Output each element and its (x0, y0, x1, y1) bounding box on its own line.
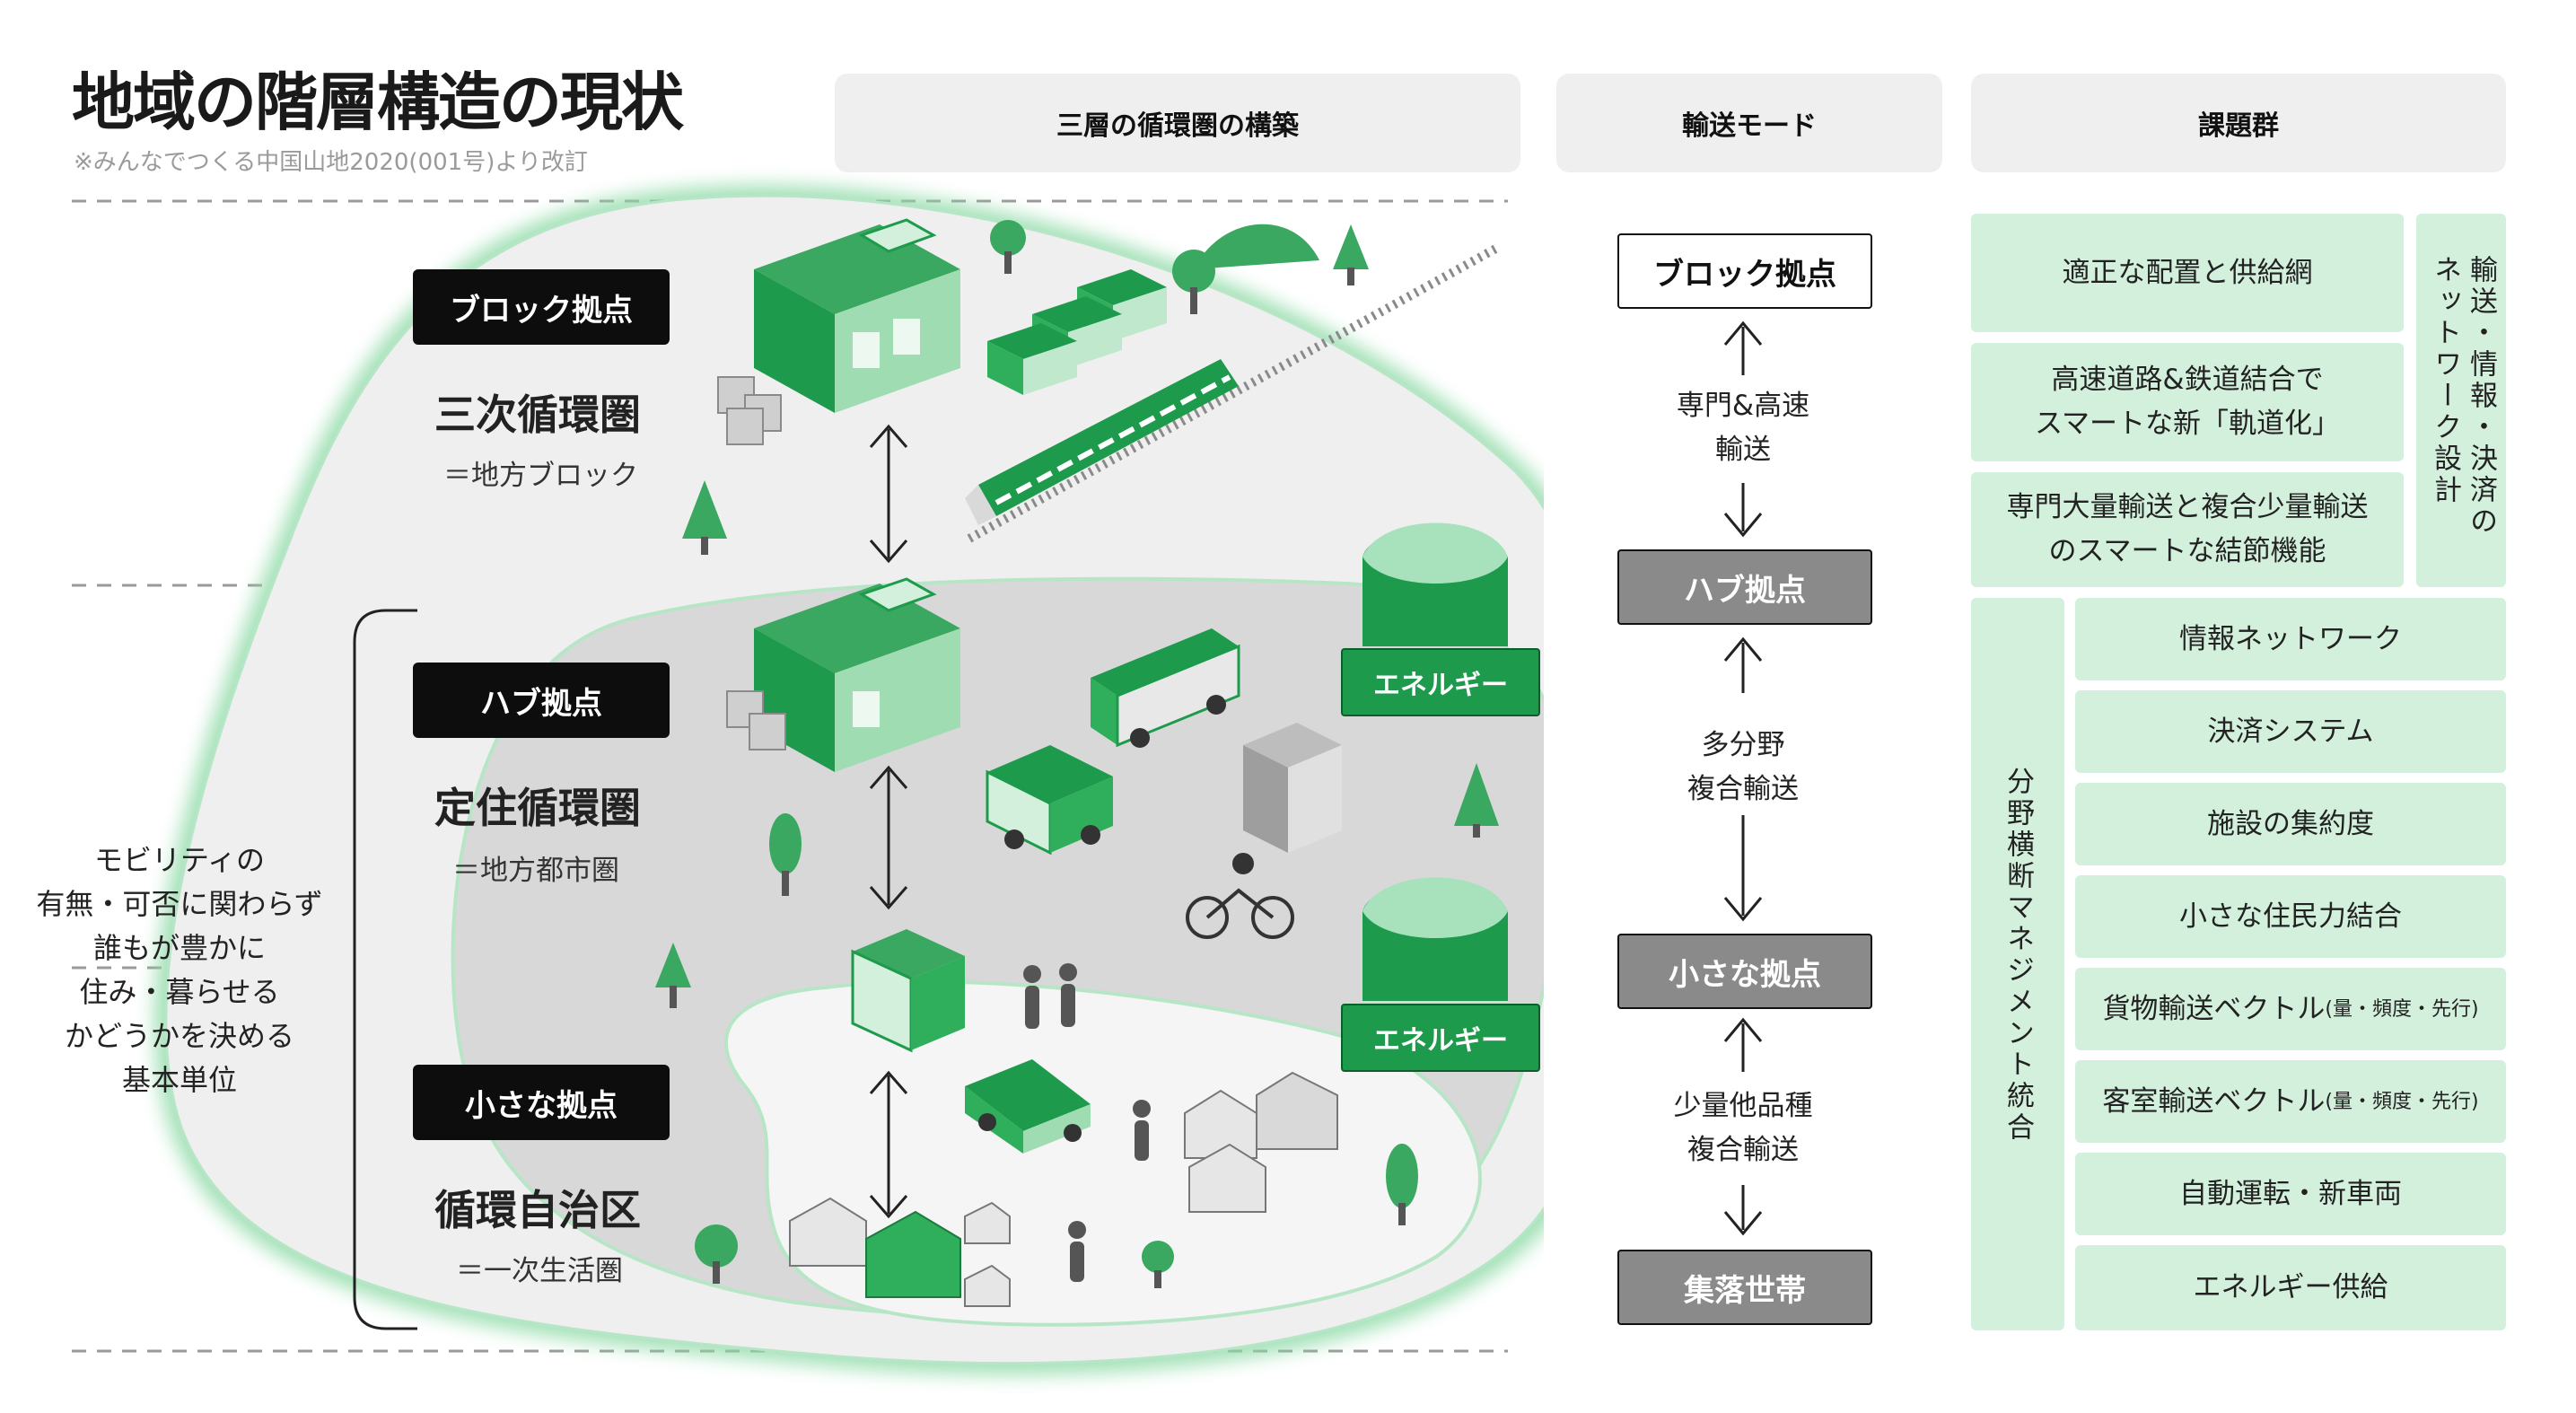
issue-group1-title: 輸送・情報・決済の ネットワーク設計 (2416, 214, 2506, 587)
mode-link-line: 複合輸送 (1687, 773, 1799, 805)
apartment-building (1243, 723, 1342, 853)
issue-note: (量・頻度・先行) (2325, 1090, 2479, 1113)
tier-arrows (869, 424, 908, 1219)
issue-card: 客室輸送ベクトル(量・頻度・先行) (2075, 1060, 2506, 1143)
mode-link-line: 多分野 (1701, 729, 1785, 761)
energy-tank-1 (1362, 522, 1508, 646)
issue-group1-title-col1: 輸送・情報・決済の (2465, 255, 2497, 538)
mode-link-1: 専門&高速 輸送 (1617, 384, 1869, 472)
header-transport: 輸送モード (1556, 74, 1942, 172)
zone-tag-small: 小さな拠点 (413, 1065, 670, 1140)
block-base-building (754, 218, 960, 413)
issue-main: 自動運転・新車両 (2179, 1177, 2402, 1210)
zone-sub-block: ＝地方ブロック (443, 460, 638, 492)
side-line: モビリティの (93, 843, 266, 877)
hill (1194, 224, 1319, 269)
issue-line: 専門大量輸送と複合少量輸送 (2006, 491, 2369, 523)
header-issues: 課題群 (1971, 74, 2506, 172)
mode-node-village: 集落世帯 (1617, 1250, 1872, 1325)
issue-group2-title-text: 分野横断マネジメント統合 (2002, 767, 2034, 1144)
issue-line: のスマートな結節機能 (2048, 535, 2326, 567)
mode-link-2: 多分野 複合輸送 (1617, 724, 1869, 812)
delivery-truck (986, 745, 1113, 856)
zone-tag-block: ブロック拠点 (413, 269, 670, 345)
pedestrians (1023, 963, 1151, 1282)
zone-sub-hub: ＝地方都市圏 (452, 855, 619, 887)
issue-group2-title: 分野横断マネジメント統合 (1971, 598, 2064, 1330)
mode-arrows (1723, 320, 1763, 1236)
zone-name-hub: 定住循環圏 (434, 784, 641, 832)
issue-main: エネルギー供給 (2193, 1271, 2388, 1303)
issue-card: 小さな住民力結合 (2075, 875, 2506, 958)
issue-card: 自動運転・新車両 (2075, 1153, 2506, 1235)
side-line: 基本単位 (121, 1063, 237, 1097)
header-structure: 三層の循環圏の構築 (835, 74, 1520, 172)
bus (1091, 628, 1240, 748)
trees (655, 220, 1499, 1288)
mode-link-line: 複合輸送 (1687, 1134, 1799, 1166)
energy-label-1: エネルギー (1341, 648, 1540, 716)
zone-tag-hub: ハブ拠点 (413, 663, 670, 738)
cargo-boxes-block (717, 376, 782, 445)
region-illustration (72, 185, 1544, 1375)
issue-main: 情報ネットワーク (2179, 622, 2402, 655)
issue-card: 施設の集約度 (2075, 783, 2506, 865)
bracket (353, 609, 417, 1330)
small-base-shop (851, 929, 965, 1053)
issue-card: 高速道路&鉄道結合で スマートな新「軌道化」 (1971, 343, 2404, 461)
mode-link-line: 輸送 (1715, 434, 1771, 466)
mode-node-block: ブロック拠点 (1617, 233, 1872, 309)
houses (789, 1071, 1338, 1307)
source-note: ※みんなでつくる中国山地2020(001号)より改訂 (74, 149, 588, 176)
mode-node-hub: ハブ拠点 (1617, 549, 1872, 625)
mode-link-3: 少量他品種 複合輸送 (1617, 1084, 1869, 1172)
issue-main: 施設の集約度 (2207, 807, 2374, 840)
page-title: 地域の階層構造の現状 (72, 65, 684, 139)
issue-main: 小さな住民力結合 (2179, 900, 2402, 933)
issue-line: 高速道路&鉄道結合で (2051, 364, 2324, 396)
issue-main: 決済システム (2207, 715, 2374, 748)
mode-link-line: 専門&高速 (1676, 390, 1810, 422)
side-line: かどうかを決める (64, 1019, 294, 1053)
cargo-boxes-hub (726, 690, 786, 750)
mode-link-line: 少量他品種 (1673, 1090, 1813, 1122)
issue-card: 専門大量輸送と複合少量輸送 のスマートな結節機能 (1971, 472, 2404, 587)
zone-sub-small: ＝一次生活圏 (456, 1255, 623, 1287)
issue-line: 適正な配置と供給網 (2062, 256, 2313, 289)
mode-node-small: 小さな拠点 (1617, 934, 1872, 1009)
energy-label-2: エネルギー (1341, 1004, 1540, 1072)
issue-main: 貨物輸送ベクトル (2102, 992, 2326, 1025)
issue-group1-title-col2: ネットワーク設計 (2429, 255, 2461, 506)
side-line: 誰もが豊かに (92, 931, 266, 965)
issue-line: スマートな新「軌道化」 (2034, 408, 2341, 440)
cyclist (1186, 853, 1294, 939)
issue-card: 情報ネットワーク (2075, 598, 2506, 680)
zone-name-small: 循環自治区 (434, 1186, 641, 1234)
issue-card: エネルギー供給 (2075, 1245, 2506, 1330)
issue-main: 客室輸送ベクトル (2102, 1084, 2326, 1118)
issue-note: (量・頻度・先行) (2325, 997, 2479, 1021)
issue-card: 貨物輸送ベクトル(量・頻度・先行) (2075, 968, 2506, 1050)
side-description: モビリティの 有無・可否に関わらず 誰もが豊かに 住み・暮らせる かどうかを決め… (18, 838, 341, 1102)
car (965, 1059, 1091, 1154)
issue-card: 適正な配置と供給網 (1971, 214, 2404, 332)
train (965, 359, 1239, 525)
issue-card: 決済システム (2075, 690, 2506, 773)
zone-name-block: 三次循環圏 (434, 391, 641, 439)
side-line: 住み・暮らせる (79, 975, 280, 1009)
side-line: 有無・可否に関わらず (36, 887, 323, 921)
trucks-fleet (987, 269, 1167, 395)
energy-tank-2 (1362, 877, 1508, 1001)
